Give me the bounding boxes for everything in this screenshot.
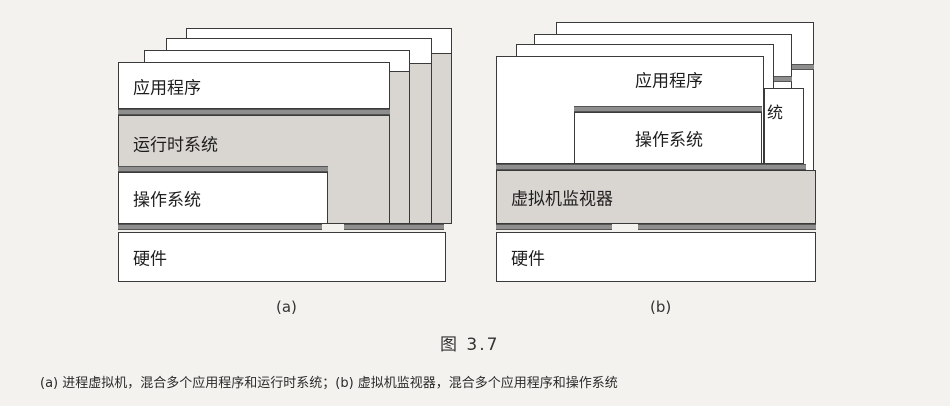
diagram-a-interface-strip bbox=[118, 109, 390, 115]
figure-caption: (a) 进程虚拟机，混合多个应用程序和运行时系统；(b) 虚拟机监视器，混合多个… bbox=[40, 376, 618, 391]
diagram-b-hardware-label: 硬件 bbox=[511, 249, 545, 270]
diagram-b-stack-strip-2 bbox=[774, 76, 792, 82]
diagram-b-vmm-strip-right bbox=[574, 164, 806, 170]
diagram-b-vmm-box: 虚拟机监视器 bbox=[496, 170, 816, 224]
diagram-b-application-label: 应用程序 bbox=[635, 71, 703, 92]
diagram-b-hardware-box: 硬件 bbox=[496, 232, 816, 282]
diagram-b-vmm-strip-left bbox=[496, 164, 574, 170]
diagram-a-hw-strip-left bbox=[118, 224, 322, 230]
diagram-a-application-box: 应用程序 bbox=[118, 62, 390, 109]
diagram-a-sublabel: (a) bbox=[276, 298, 297, 316]
diagram-a-hardware-box: 硬件 bbox=[118, 232, 446, 282]
diagram-b-sublabel: (b) bbox=[650, 298, 672, 316]
figure-title: 图 3.7 bbox=[440, 335, 500, 355]
diagram-a-os-box: 操作系统 bbox=[118, 172, 328, 224]
diagram-b-os-box: 操作系统 bbox=[574, 112, 762, 164]
diagram-a-runtime-label: 运行时系统 bbox=[133, 135, 218, 156]
diagram-a-os-label: 操作系统 bbox=[133, 190, 201, 211]
diagram-b-vmm-label: 虚拟机监视器 bbox=[511, 189, 613, 210]
diagram-b-os-fragment-label: 统 bbox=[767, 103, 784, 122]
diagram-b-hw-strip-left bbox=[496, 224, 612, 230]
diagram-a-os-strip bbox=[118, 166, 328, 172]
diagram-a-application-label: 应用程序 bbox=[133, 78, 201, 98]
diagram-b-os-strip bbox=[574, 106, 762, 112]
diagram-a-hardware-label: 硬件 bbox=[133, 249, 167, 270]
diagram-b-os-fragment-box: 统 bbox=[764, 88, 804, 164]
diagram-b-hw-strip-right bbox=[638, 224, 816, 230]
diagram-a-hw-strip-right bbox=[344, 224, 444, 230]
diagram-b-stack-strip-3 bbox=[792, 64, 814, 70]
diagram-b-os-label: 操作系统 bbox=[635, 130, 703, 151]
